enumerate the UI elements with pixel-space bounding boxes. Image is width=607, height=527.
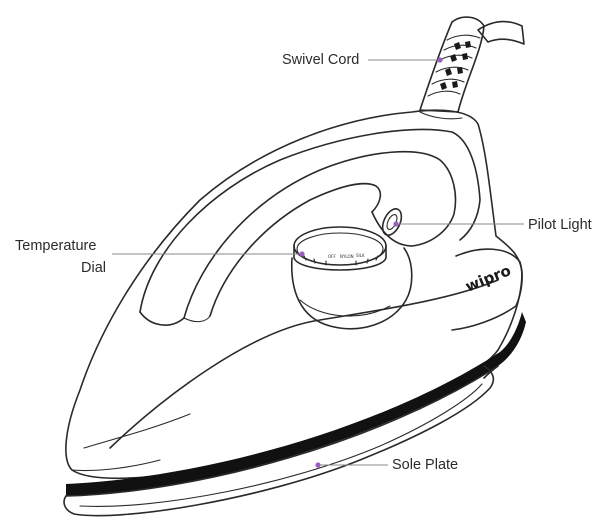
leader-swivel-cord	[368, 57, 443, 63]
marker-dot	[299, 251, 305, 257]
temperature-dial[interactable]: OFF NYLON SILK	[293, 226, 387, 271]
pilot-light	[381, 208, 403, 236]
label-pilot-light: Pilot Light	[528, 217, 592, 233]
sole-plate	[63, 312, 526, 517]
dial-marking-nylon: NYLON	[340, 254, 354, 259]
leader-temperature-dial	[112, 251, 305, 257]
label-sole-plate: Sole Plate	[392, 457, 458, 473]
leader-sole-plate	[315, 462, 388, 468]
brand-logo: wipro	[463, 261, 514, 295]
dial-housing	[290, 247, 413, 330]
label-temperature-dial-line2: Dial	[81, 260, 106, 276]
swivel-cord	[419, 16, 525, 113]
dial-marking-silk: SILK	[356, 253, 365, 258]
dial-marking-off: OFF	[328, 254, 336, 259]
label-temperature-dial-line1: Temperature	[15, 238, 96, 254]
marker-dot	[393, 221, 399, 227]
marker-dot	[437, 57, 443, 63]
iron-body	[65, 109, 523, 480]
label-swivel-cord: Swivel Cord	[282, 52, 359, 68]
marker-dot	[315, 462, 321, 468]
leader-pilot-light	[393, 221, 524, 227]
